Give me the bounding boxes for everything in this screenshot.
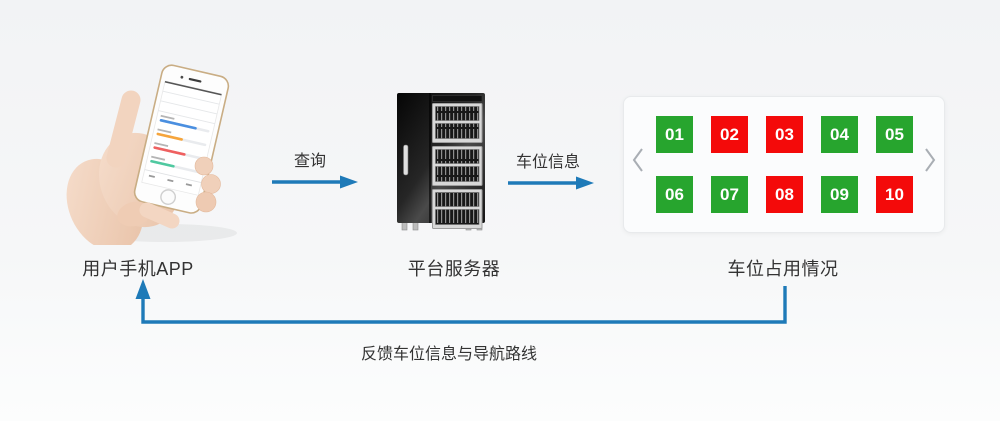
parking-status-panel: 01 02 03 04 05 06 07 08 09 10 xyxy=(623,96,945,233)
rack-unit-3 xyxy=(432,189,483,229)
home-button xyxy=(160,189,177,205)
parking-spot-09: 09 xyxy=(821,176,858,213)
progress-bar-teal xyxy=(150,159,175,168)
parking-spot-04: 04 xyxy=(821,116,858,153)
hand-front xyxy=(117,156,221,229)
parking-node-label: 车位占用情况 xyxy=(727,259,839,279)
parking-spot-03: 03 xyxy=(766,116,803,153)
rack-unit-2 xyxy=(432,146,483,186)
phone-speaker xyxy=(188,77,202,83)
screen-statusbar xyxy=(164,80,222,96)
query-arrow-label: 查询 xyxy=(293,153,326,170)
parking-spot-05: 05 xyxy=(876,116,913,153)
screen-bottom-tabs xyxy=(148,174,193,187)
progress-bar-orange xyxy=(156,132,183,141)
phone-in-hand-illustration xyxy=(66,64,237,245)
progress-bar-red xyxy=(153,146,186,156)
query-arrow-icon xyxy=(272,175,358,189)
feedback-arrow-icon xyxy=(135,279,787,324)
server-illustration xyxy=(397,93,485,231)
parking-spot-02: 02 xyxy=(711,116,748,153)
phone-camera xyxy=(180,75,184,79)
fingertip xyxy=(195,191,217,213)
chevron-left-icon[interactable] xyxy=(631,147,645,173)
rack-unit-1 xyxy=(432,103,483,143)
spot-row-2: 06 07 08 09 10 xyxy=(656,176,913,213)
spot-info-arrow-label: 车位信息 xyxy=(515,154,580,171)
parking-spot-08: 08 xyxy=(766,176,803,213)
thumb xyxy=(139,202,180,229)
door-handle xyxy=(403,144,409,176)
screen-progress-list xyxy=(150,114,210,174)
screen-separators xyxy=(158,90,220,125)
parking-spot-07: 07 xyxy=(711,176,748,213)
spot-row-1: 01 02 03 04 05 xyxy=(656,116,913,153)
chevron-right-icon[interactable] xyxy=(923,147,937,173)
feedback-arrow-label: 反馈车位信息与导航路线 xyxy=(360,346,537,363)
progress-bar-blue xyxy=(159,119,197,130)
phone-node-label: 用户手机APP xyxy=(82,259,194,279)
server-rack-units xyxy=(432,103,483,229)
parking-spot-01: 01 xyxy=(656,116,693,153)
fingertip xyxy=(201,174,221,194)
parking-spot-06: 06 xyxy=(656,176,693,213)
rack-top-vent xyxy=(432,95,483,102)
spot-info-arrow-icon xyxy=(508,176,594,190)
index-finger xyxy=(106,90,141,168)
fingertip xyxy=(194,156,214,176)
parking-spot-10: 10 xyxy=(876,176,913,213)
server-node-label: 平台服务器 xyxy=(407,259,501,279)
